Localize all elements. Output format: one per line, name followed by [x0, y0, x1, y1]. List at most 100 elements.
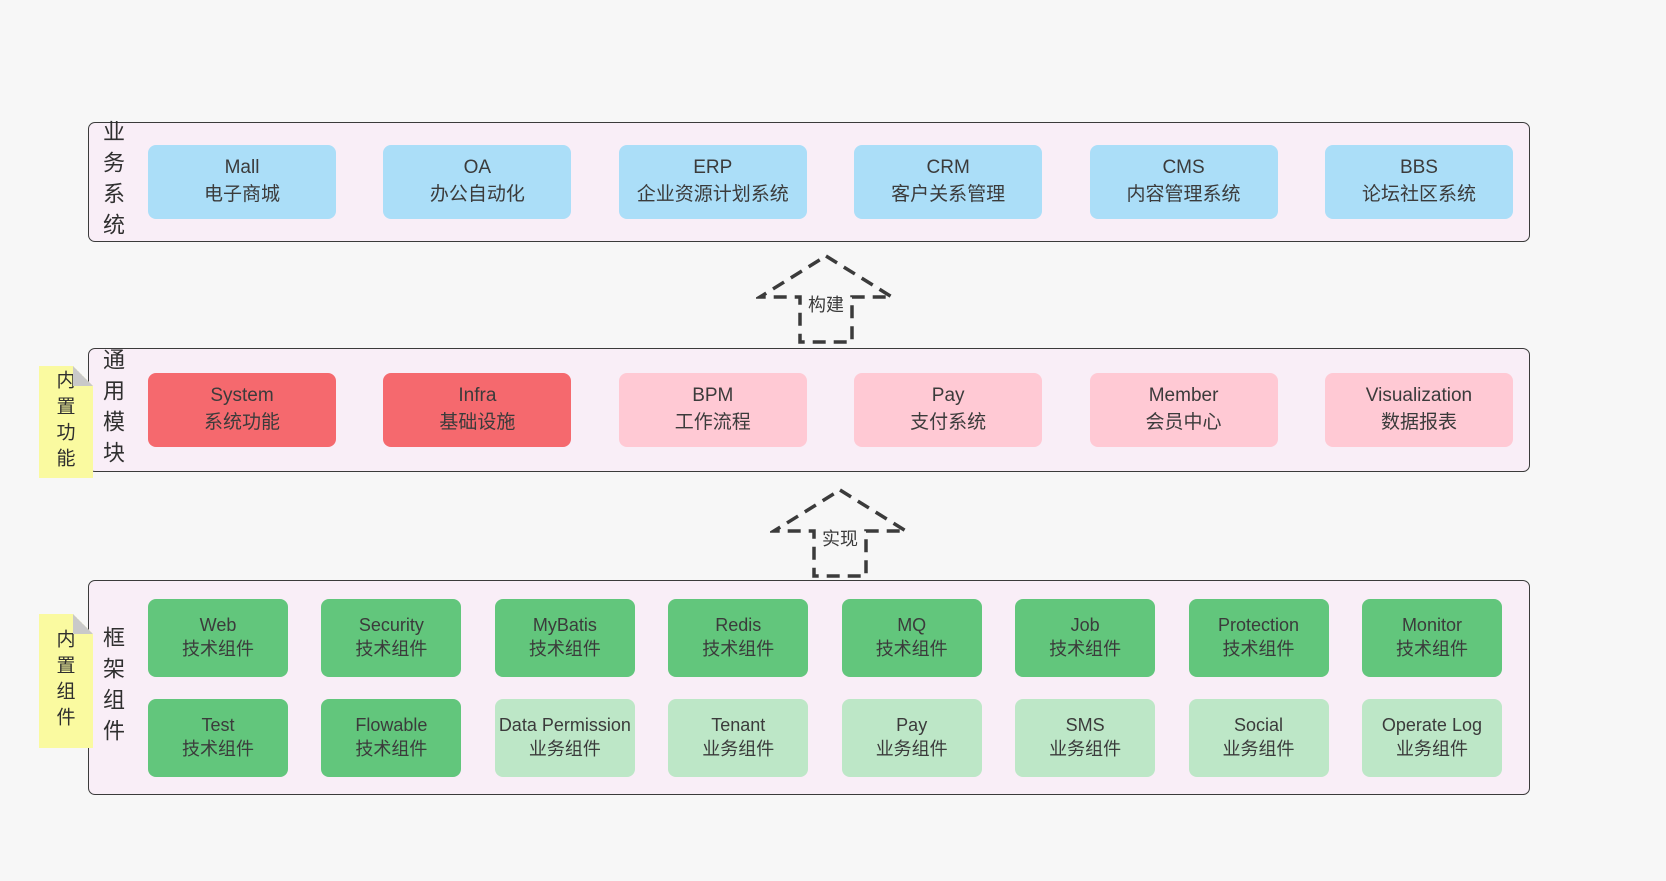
band-common-modules-label: 通用模块 — [100, 348, 125, 472]
box-redis: Redis 技术组件 — [668, 598, 809, 677]
box-title: Security — [358, 614, 424, 635]
note-built-in-components: 内置组件 — [39, 614, 93, 748]
box-operate-log: Operate Log 业务组件 — [1361, 698, 1502, 777]
box-mq: MQ 技术组件 — [841, 598, 982, 677]
box-subtitle: 论坛社区系统 — [1361, 184, 1476, 205]
box-title: Job — [1070, 614, 1100, 635]
band-common-modules: 内置功能 通用模块 System 系统功能 Infra 基础设施 BPM 工作流… — [88, 348, 1530, 472]
box-title: Protection — [1218, 614, 1300, 635]
build-arrow: 构建 — [756, 253, 896, 345]
box-subtitle: 技术组件 — [875, 638, 948, 659]
box-subtitle: 会员中心 — [1145, 412, 1222, 433]
box-title: CRM — [926, 157, 970, 179]
box-title: OA — [463, 157, 492, 179]
box-subtitle: 工作流程 — [674, 412, 751, 433]
box-subtitle: 业务组件 — [702, 738, 775, 759]
implement-arrow: 实现 — [770, 487, 910, 579]
box-subtitle: 客户关系管理 — [891, 184, 1006, 205]
box-subtitle: 业务组件 — [528, 738, 601, 759]
box-security: Security 技术组件 — [321, 598, 462, 677]
note-built-in-features: 内置功能 — [39, 366, 93, 478]
box-title: Monitor — [1401, 614, 1462, 635]
note-built-in-components-label: 内置组件 — [53, 629, 75, 733]
box-system: System 系统功能 — [148, 373, 336, 447]
box-title: Tenant — [711, 714, 766, 735]
box-subtitle: 技术组件 — [702, 638, 775, 659]
box-monitor: Monitor 技术组件 — [1361, 598, 1502, 677]
box-social: Social 业务组件 — [1188, 698, 1329, 777]
box-web: Web 技术组件 — [148, 598, 288, 677]
box-subtitle: 业务组件 — [875, 738, 948, 759]
box-oa: OA 办公自动化 — [383, 145, 572, 219]
band-business-systems-label: 业务系统 — [100, 120, 125, 244]
box-sms: SMS 业务组件 — [1015, 698, 1156, 777]
box-title: MQ — [897, 614, 927, 635]
box-subtitle: 数据报表 — [1380, 412, 1457, 433]
box-subtitle: 电子商城 — [203, 184, 280, 205]
band-business-systems: 业务系统 Mall 电子商城 OA 办公自动化 ERP 企业资源计划系统 CRM… — [88, 120, 1530, 244]
box-subtitle: 技术组件 — [1049, 638, 1122, 659]
band-common-modules-boxes: System 系统功能 Infra 基础设施 BPM 工作流程 Pay 支付系统… — [128, 349, 1529, 471]
band-business-systems-boxes: Mall 电子商城 OA 办公自动化 ERP 企业资源计划系统 CRM 客户关系… — [128, 123, 1529, 241]
box-title: Test — [201, 714, 235, 735]
box-protection: Protection 技术组件 — [1188, 598, 1329, 677]
band-framework-components: 内置组件 框架组件 Web 技术组件 Security 技术组件 MyBatis… — [88, 580, 1530, 795]
box-title: SMS — [1065, 714, 1105, 735]
box-member: Member 会员中心 — [1089, 373, 1278, 447]
box-title: Redis — [715, 614, 762, 635]
box-mybatis: MyBatis 技术组件 — [494, 598, 635, 677]
box-title: Operate Log — [1381, 714, 1482, 735]
box-subtitle: 技术组件 — [1395, 638, 1468, 659]
box-erp: ERP 企业资源计划系统 — [618, 145, 807, 219]
box-subtitle: 技术组件 — [355, 738, 428, 759]
box-data-permission: Data Permission 业务组件 — [494, 698, 635, 777]
dashed-up-arrow-icon — [770, 487, 910, 578]
box-flowable: Flowable 技术组件 — [321, 698, 462, 777]
box-mall: Mall 电子商城 — [148, 145, 336, 219]
box-title: Data Permission — [498, 714, 631, 735]
box-title: Pay — [896, 714, 928, 735]
box-row: Mall 电子商城 OA 办公自动化 ERP 企业资源计划系统 CRM 客户关系… — [148, 145, 1513, 219]
box-subtitle: 技术组件 — [182, 738, 254, 759]
box-subtitle: 业务组件 — [1395, 738, 1468, 759]
box-subtitle: 办公自动化 — [429, 184, 525, 205]
box-title: Member — [1148, 385, 1219, 407]
box-subtitle: 支付系统 — [910, 412, 987, 433]
box-tenant: Tenant 业务组件 — [668, 698, 809, 777]
band-framework-components-boxes: Web 技术组件 Security 技术组件 MyBatis 技术组件 Redi… — [128, 581, 1529, 794]
box-title: BBS — [1399, 157, 1438, 179]
box-subtitle: 技术组件 — [355, 638, 428, 659]
box-title: Flowable — [355, 714, 428, 735]
dashed-up-arrow-icon — [756, 253, 896, 344]
box-subtitle: 技术组件 — [528, 638, 601, 659]
box-subtitle: 系统功能 — [203, 412, 280, 433]
box-subtitle: 内容管理系统 — [1126, 184, 1241, 205]
box-subtitle: 技术组件 — [182, 638, 254, 659]
implement-arrow-label: 实现 — [818, 523, 862, 553]
box-pay-component: Pay 业务组件 — [841, 698, 982, 777]
box-pay-system: Pay 支付系统 — [854, 373, 1043, 447]
note-built-in-features-label: 内置功能 — [53, 370, 75, 474]
box-job: Job 技术组件 — [1015, 598, 1156, 677]
box-subtitle: 技术组件 — [1222, 638, 1295, 659]
box-title: System — [210, 385, 274, 407]
box-title: ERP — [693, 157, 733, 179]
box-visualization: Visualization 数据报表 — [1324, 373, 1513, 447]
box-title: CMS — [1162, 157, 1205, 179]
box-bbs: BBS 论坛社区系统 — [1324, 145, 1513, 219]
build-arrow-label: 构建 — [804, 289, 848, 319]
box-title: Social — [1234, 714, 1284, 735]
band-framework-components-label: 框架组件 — [100, 625, 125, 750]
box-crm: CRM 客户关系管理 — [854, 145, 1043, 219]
box-cms: CMS 内容管理系统 — [1089, 145, 1278, 219]
box-title: BPM — [692, 385, 734, 407]
box-row: System 系统功能 Infra 基础设施 BPM 工作流程 Pay 支付系统… — [148, 373, 1513, 447]
box-title: Pay — [931, 385, 965, 407]
box-title: Web — [199, 614, 237, 635]
box-subtitle: 业务组件 — [1049, 738, 1122, 759]
box-test: Test 技术组件 — [148, 698, 288, 777]
box-title: Infra — [458, 385, 497, 407]
box-row-tech: Web 技术组件 Security 技术组件 MyBatis 技术组件 Redi… — [148, 598, 1502, 677]
box-subtitle: 业务组件 — [1222, 738, 1295, 759]
